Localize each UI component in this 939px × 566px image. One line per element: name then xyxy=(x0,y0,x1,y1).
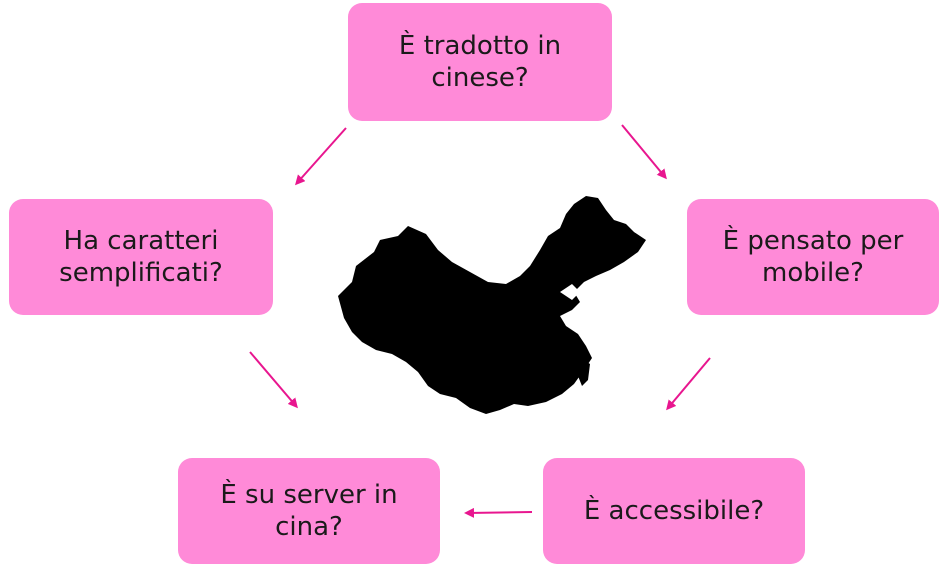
node-pensato-per-mobile-label: È pensato per mobile? xyxy=(722,225,904,289)
arrow-top-to-left xyxy=(295,127,347,186)
node-caratteri-semplificati-label: Ha caratteri semplificati? xyxy=(59,225,223,289)
node-server-in-cina: È su server in cina? xyxy=(178,458,440,564)
node-tradotto-in-cinese: È tradotto in cinese? xyxy=(348,3,612,121)
node-pensato-per-mobile: È pensato per mobile? xyxy=(687,199,939,315)
node-accessibile: È accessibile? xyxy=(543,458,805,564)
node-caratteri-semplificati: Ha caratteri semplificati? xyxy=(9,199,273,315)
china-map-silhouette xyxy=(338,196,646,414)
taiwan-island xyxy=(578,360,590,386)
bay-notch xyxy=(560,284,580,300)
arrow-left-to-bottom-left xyxy=(249,351,298,409)
node-accessibile-label: È accessibile? xyxy=(583,495,765,526)
arrow-top-to-right xyxy=(621,124,667,180)
node-server-in-cina-label: È su server in cina? xyxy=(220,479,398,543)
arrow-right-to-bottom-right xyxy=(666,357,711,411)
arrow-bottom-right-to-bottom-left xyxy=(464,507,533,518)
node-tradotto-in-cinese-label: È tradotto in cinese? xyxy=(398,30,562,94)
